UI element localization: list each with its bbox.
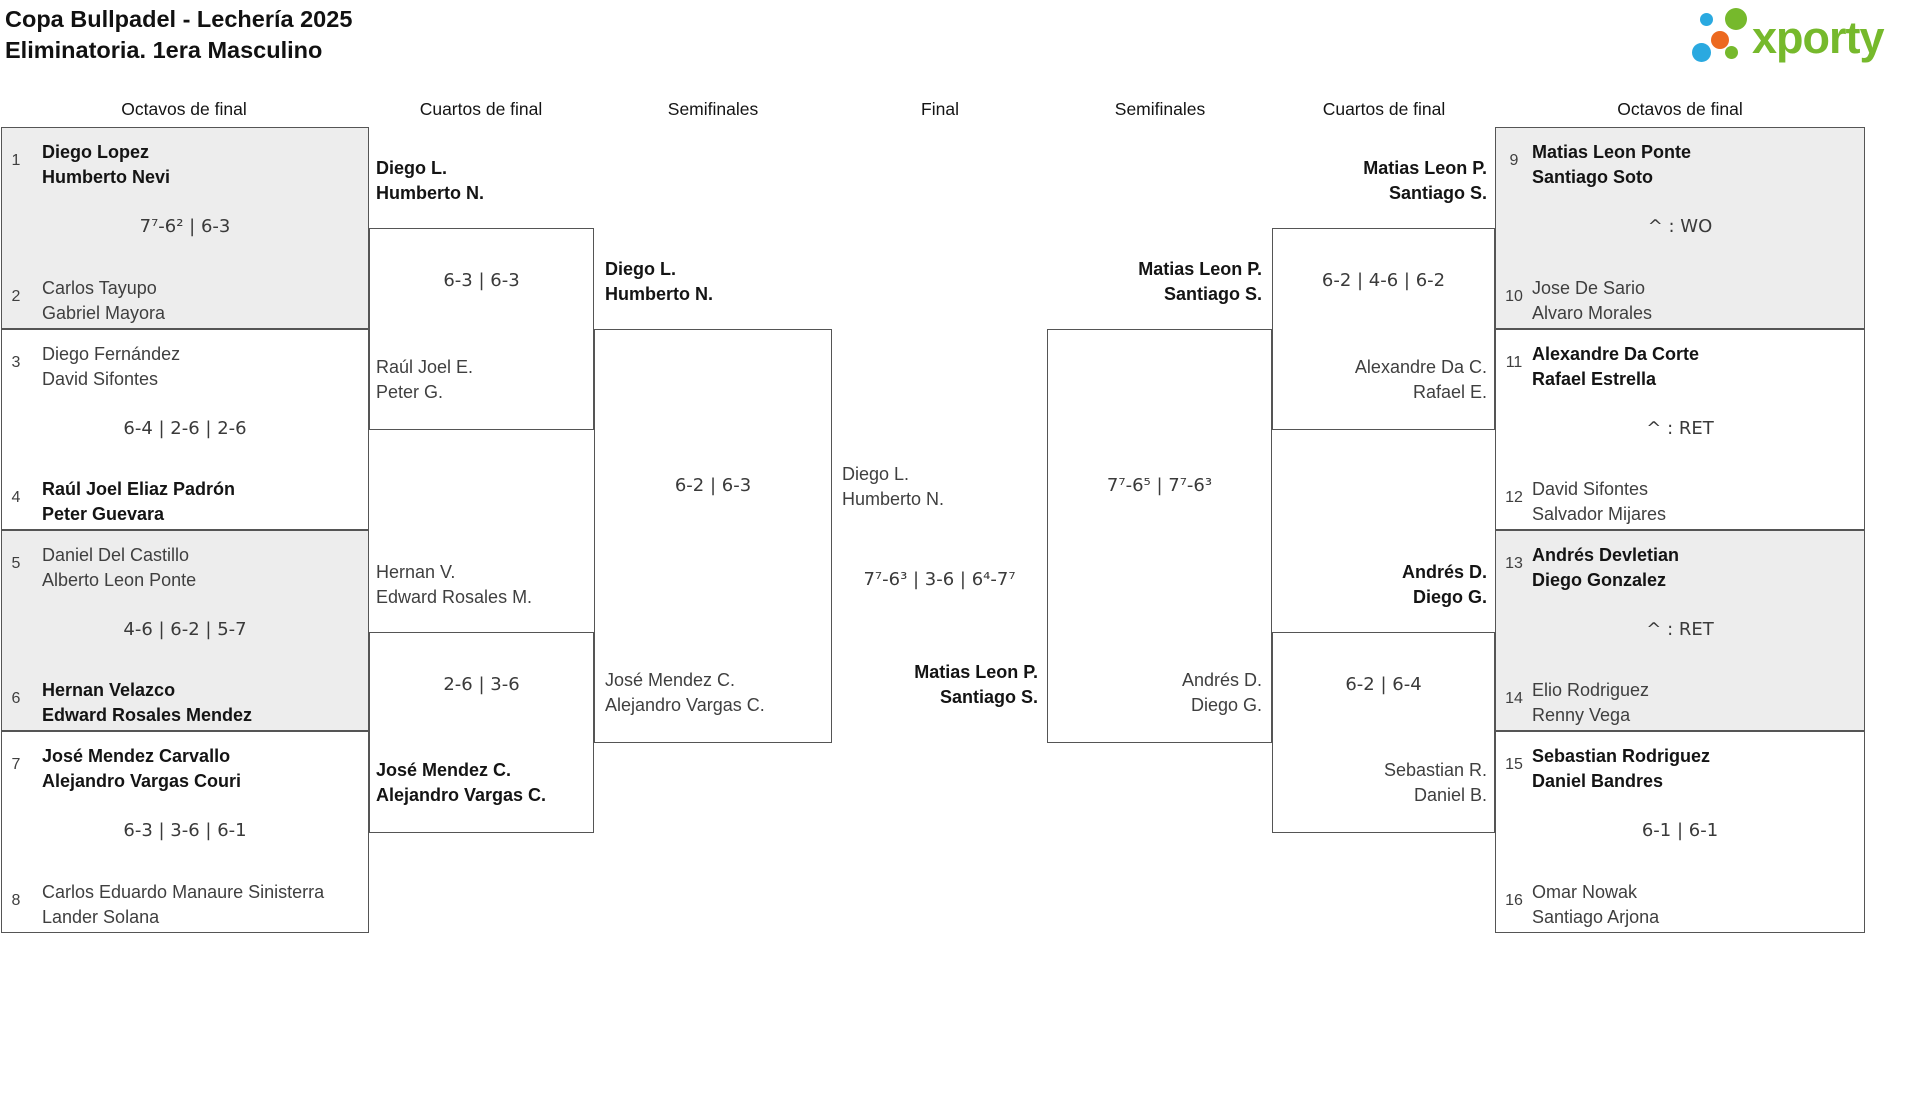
- match-score: 2-6 | 3-6: [443, 674, 520, 695]
- seed-number: 6: [11, 690, 21, 707]
- match-box-semifinal-left[interactable]: [594, 329, 832, 743]
- match-box-cuartos-left-2[interactable]: [369, 632, 594, 833]
- match-score: 6-3 | 3-6 | 6-1: [123, 820, 247, 841]
- seed-number: 7: [11, 756, 21, 773]
- match-box-octavos-right-1[interactable]: [1495, 127, 1865, 329]
- match-box-octavos-left-1[interactable]: [1, 127, 369, 329]
- page-title: Copa Bullpadel - Lechería 2025: [5, 6, 353, 32]
- match-score: 6-3 | 6-3: [443, 270, 520, 291]
- seed-number: 9: [1509, 152, 1519, 169]
- seed-number: 1: [11, 152, 21, 169]
- match-score: 6-4 | 2-6 | 2-6: [123, 418, 247, 439]
- match-score: 6-1 | 6-1: [1641, 820, 1719, 841]
- team-name: Matias Leon P.Santiago S.: [1363, 158, 1487, 203]
- match-score: 7⁷-6³ | 3-6 | 6⁴-7⁷: [863, 569, 1016, 590]
- match-score: 7⁷-6⁵ | 7⁷-6³: [1106, 475, 1213, 496]
- seed-number: 12: [1505, 489, 1523, 506]
- round-header-final: Final: [921, 99, 959, 119]
- seed-number: 13: [1505, 555, 1523, 572]
- match-score: ^ : RET: [1646, 619, 1714, 640]
- match-box-semifinal-right[interactable]: [1047, 329, 1272, 743]
- match-box-cuartos-left-1[interactable]: [369, 228, 594, 430]
- xporty-logo: xporty: [1688, 2, 1918, 80]
- team-name: Matias Leon P.Santiago S.: [914, 662, 1038, 707]
- team-name: José Mendez C.Alejandro Vargas C.: [376, 760, 547, 805]
- match-score: 7⁷-6² | 6-3: [139, 216, 231, 237]
- seed-number: 16: [1505, 892, 1523, 909]
- seed-number: 4: [11, 489, 21, 506]
- page-subtitle: Eliminatoria. 1era Masculino: [5, 37, 323, 63]
- match-score: 6-2 | 6-4: [1345, 674, 1422, 695]
- round-header-semis-left: Semifinales: [667, 99, 759, 119]
- seed-number: 8: [11, 892, 21, 909]
- seed-number: 11: [1505, 354, 1523, 371]
- match-box-octavos-left-4[interactable]: [1, 731, 369, 933]
- match-score: ^ : WO: [1647, 216, 1713, 237]
- team-name: Matias Leon P.Santiago S.: [1138, 259, 1262, 304]
- seed-number: 5: [11, 555, 21, 572]
- team-name: José Mendez C.Alejandro Vargas C.: [605, 670, 765, 715]
- match-score: 6-2 | 6-3: [674, 475, 752, 496]
- team-name: Diego L.Humberto N.: [376, 158, 484, 203]
- seed-number: 2: [11, 288, 21, 305]
- seed-number: 3: [11, 354, 21, 371]
- match-box-cuartos-right-2[interactable]: [1272, 632, 1495, 833]
- match-box-octavos-right-2[interactable]: [1495, 329, 1865, 530]
- match-score: 6-2 | 4-6 | 6-2: [1321, 270, 1446, 291]
- seed-number: 14: [1505, 690, 1523, 707]
- logo-dot-orange-icon: [1711, 31, 1729, 49]
- team-name: Sebastian R.Daniel B.: [1383, 760, 1487, 805]
- match-box-octavos-left-2[interactable]: [1, 329, 369, 530]
- team-name: Andrés D.Diego G.: [1181, 670, 1262, 715]
- team-name: Andrés D.Diego G.: [1401, 562, 1487, 607]
- round-header-cuartos-left: Cuartos de final: [419, 99, 543, 119]
- logo-dot-green-small-icon: [1725, 46, 1738, 59]
- round-header-semis-right: Semifinales: [1114, 99, 1206, 119]
- logo-dot-blue-large-icon: [1692, 43, 1711, 62]
- seed-number: 10: [1505, 288, 1523, 305]
- match-box-octavos-right-4[interactable]: [1495, 731, 1865, 933]
- match-box-cuartos-right-1[interactable]: [1272, 228, 1495, 430]
- team-name: Hernan V.Edward Rosales M.: [376, 562, 533, 607]
- seed-number: 15: [1505, 756, 1523, 773]
- logo-wordmark: xporty: [1752, 12, 1885, 63]
- match-score: ^ : RET: [1646, 418, 1714, 439]
- logo-dot-green-large-icon: [1725, 8, 1747, 30]
- round-header-cuartos-right: Cuartos de final: [1322, 99, 1446, 119]
- team-name: Diego L.Humberto N.: [605, 259, 713, 304]
- team-name: Alexandre Da C.Rafael E.: [1354, 357, 1487, 402]
- round-header-octavos-right: Octavos de final: [1617, 99, 1743, 119]
- round-header-octavos-left: Octavos de final: [121, 99, 247, 119]
- logo-dot-blue-small-icon: [1700, 13, 1713, 26]
- match-box-octavos-left-3[interactable]: [1, 530, 369, 731]
- match-box-octavos-right-3[interactable]: [1495, 530, 1865, 731]
- team-name: Raúl Joel E.Peter G.: [376, 357, 474, 402]
- match-score: 4-6 | 6-2 | 5-7: [123, 619, 247, 640]
- team-name: Diego L.Humberto N.: [842, 464, 945, 509]
